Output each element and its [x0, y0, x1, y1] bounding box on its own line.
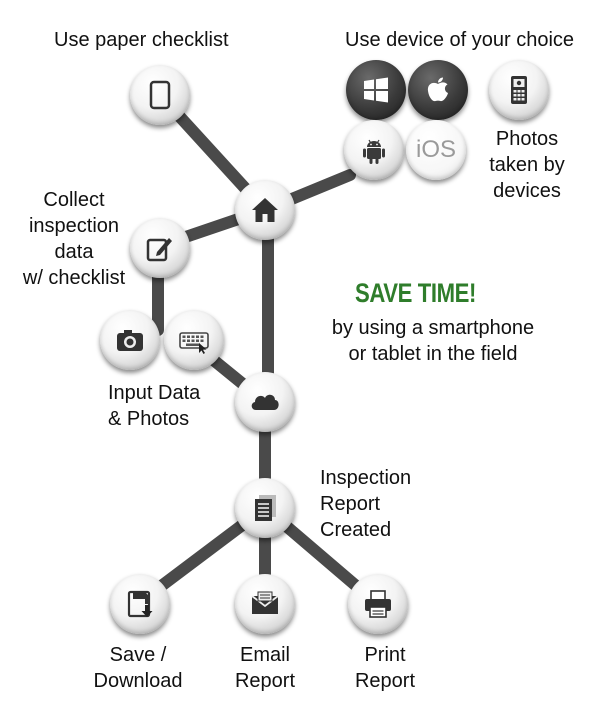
apple-icon — [427, 77, 448, 102]
photos-taken-label: Photos taken by devices — [482, 126, 572, 204]
collect-line-1: Collect — [43, 189, 105, 211]
apple-node[interactable] — [408, 60, 468, 120]
edit-icon — [146, 238, 172, 262]
android-icon — [363, 139, 385, 164]
collect-line-3: data — [54, 241, 94, 263]
tagline-line-1: by using a smartphone — [331, 317, 535, 339]
collect-line-2: inspection — [28, 215, 120, 237]
report-created-line-3: Created — [320, 519, 392, 541]
email-node[interactable] — [235, 574, 295, 634]
windows-icon — [364, 77, 388, 103]
print-report-line-2: Report — [354, 670, 416, 692]
feature-phone-node[interactable] — [489, 60, 549, 120]
paper-checklist-node[interactable] — [130, 65, 190, 125]
tagline: by using a smartphone or tablet in the f… — [308, 315, 558, 367]
report-created-line-1: Inspection — [320, 467, 412, 489]
save-download-label: Save / Download — [84, 642, 192, 694]
android-node[interactable] — [344, 120, 404, 180]
save-download-line-1: Save / — [109, 644, 167, 666]
photos-taken-line-1: Photos — [495, 128, 559, 150]
home-node[interactable] — [235, 180, 295, 240]
input-data-line-1: Input Data — [108, 382, 201, 404]
photos-taken-line-2: taken by — [489, 154, 565, 176]
print-report-label: Print Report — [342, 642, 428, 694]
input-data-line-2: & Photos — [108, 408, 190, 430]
report-created-line-2: Report — [320, 493, 381, 515]
print-node[interactable] — [348, 574, 408, 634]
save-download-icon — [127, 590, 153, 618]
home-icon — [252, 198, 278, 222]
email-report-line-1: Email — [239, 644, 290, 666]
keyboard-node[interactable] — [164, 310, 224, 370]
print-report-line-1: Print — [364, 644, 406, 666]
ios-node[interactable]: iOS — [406, 120, 466, 180]
camera-icon — [117, 330, 143, 351]
input-data-label: Input Data & Photos — [108, 380, 200, 432]
save-time-headline: SAVE TIME! — [355, 278, 476, 308]
report-icon — [255, 495, 276, 521]
collect-label: Collect inspection data w/ checklist — [14, 187, 134, 291]
windows-node[interactable] — [346, 60, 406, 120]
paper-checklist-label: Use paper checklist — [54, 29, 229, 51]
collect-checklist-node[interactable] — [130, 218, 190, 278]
collect-line-4: w/ checklist — [22, 267, 126, 289]
printer-icon — [365, 590, 391, 618]
email-report-label: Email Report — [222, 642, 308, 694]
report-node[interactable] — [235, 478, 295, 538]
save-download-node[interactable] — [110, 574, 170, 634]
device-choice-label: Use device of your choice — [345, 29, 575, 51]
save-download-line-2: Download — [93, 670, 183, 692]
cloud-icon — [251, 394, 279, 410]
tablet-icon — [149, 80, 171, 110]
envelope-icon — [251, 591, 279, 614]
ios-icon: iOS — [415, 136, 456, 163]
report-created-label: Inspection Report Created — [320, 465, 411, 543]
camera-node[interactable] — [100, 310, 160, 370]
mobile-phone-icon — [511, 76, 527, 104]
photos-taken-line-3: devices — [493, 180, 561, 202]
cloud-node[interactable] — [235, 372, 295, 432]
tagline-line-2: or tablet in the field — [348, 343, 518, 365]
keyboard-icon — [179, 332, 209, 354]
email-report-line-2: Report — [234, 670, 296, 692]
